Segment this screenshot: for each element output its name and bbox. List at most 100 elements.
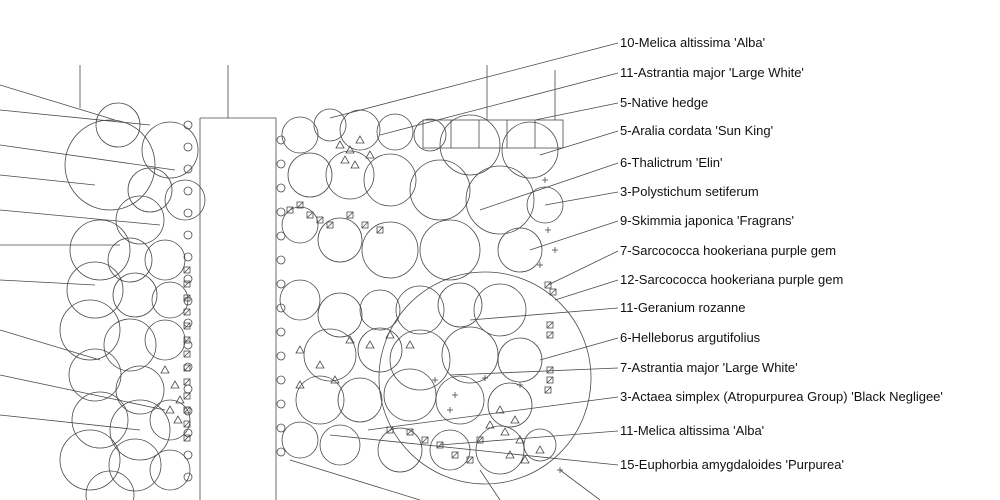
leader-line [289,459,421,500]
leader-line [479,469,501,500]
plant-label: 6-Helleborus argutifolius [620,330,761,345]
plant-symbol-triangle [385,330,395,339]
shrub-circle [325,150,375,200]
shrub-circle [526,186,564,224]
shrub-circle [149,399,191,441]
plant-symbol-box [183,294,191,302]
shrub-circle [395,285,445,335]
plant-symbol-circle [183,120,193,130]
shrub-circle [419,219,481,281]
plant-symbol-circle [276,423,286,433]
plant-symbol-box [326,221,334,229]
shrub-circle [497,337,543,383]
shrub-circle [59,429,121,491]
plant-symbol-box-diagonal [183,406,191,414]
shrub-circle [71,391,129,449]
plant-symbol-box-diagonal [451,451,459,459]
leader-line [539,130,619,156]
plant-symbol-triangle [173,415,183,424]
plant-symbol-box-diagonal [183,420,191,428]
plant-symbol-circle [183,340,193,350]
left-bed-shrubs [59,102,206,500]
plant-symbol-circle [276,447,286,457]
plant-symbol-box-diagonal [183,336,191,344]
leader-line [469,307,619,321]
shrub-circle [107,237,153,283]
shrub-circle [279,279,321,321]
plant-symbol-box-diagonal [183,364,191,372]
plant-symbol-box-diagonal [316,216,324,224]
plant-symbol-box [544,386,552,394]
plant-symbol-circle [183,208,193,218]
plant-symbol-box-diagonal [183,322,191,330]
plant-symbol-triangle [350,160,360,169]
plant-label: 7-Astrantia major 'Large White' [620,360,798,375]
plant-symbol-circle [276,231,286,241]
plant-symbol-circle [183,164,193,174]
shrub-circle [108,438,162,492]
plant-symbol-box [406,428,414,436]
plant-symbol-triangle [520,455,530,464]
plant-label: 11-Geranium rozanne [620,300,746,315]
plant-symbol-box-diagonal [183,350,191,358]
plant-symbol-circle [183,230,193,240]
shrub-circle [475,425,525,475]
shrub-circle [95,102,141,148]
shrub-circle [357,327,403,373]
plant-symbol-box [183,434,191,442]
shrub-circle [429,429,471,471]
plant-symbol-box-diagonal [376,226,384,234]
shrub-circle [435,375,485,425]
boundary-lines [79,65,556,500]
plant-symbol-circle [276,183,286,193]
plant-symbol-triangle [535,445,545,454]
shrub-circle [437,282,483,328]
shrub-circle [363,153,417,207]
plant-symbol-triangle [315,360,325,369]
plant-symbol-circle [183,252,193,262]
plant-symbol-box [286,206,294,214]
plant-symbol-box [316,216,324,224]
plant-symbol-triangle [510,415,520,424]
plant-symbol-box-diagonal [183,378,191,386]
shrub-circle [164,179,206,221]
shrub-circle [64,119,156,211]
plant-symbol-box-diagonal [466,456,474,464]
shrub-circle [303,328,357,382]
plant-symbol-box-diagonal [346,211,354,219]
plant-symbol-circle [276,279,286,289]
shrub-circle [465,165,535,235]
plant-symbol-circle [276,351,286,361]
plant-label: 5-Aralia cordata 'Sun King' [620,123,774,138]
shrub-circle [85,470,135,500]
plant-symbol-box-diagonal [183,294,191,302]
plant-symbol-box [421,436,429,444]
fence-panels [422,119,564,149]
plant-symbol-box-diagonal [406,428,414,436]
plant-symbol-circle [183,384,193,394]
plant-label: 9-Skimmia japonica 'Fragrans' [620,213,795,228]
leader-line [539,337,619,361]
plant-symbol-circle [276,255,286,265]
plant-symbol-triangle [495,405,505,414]
shrub-circle [109,399,171,461]
plant-symbol-box-diagonal [361,221,369,229]
plant-label: 7-Sarcococca hookeriana purple gem [620,243,837,258]
plant-symbol-circle [183,274,193,284]
plant-symbol-box-diagonal [549,288,557,296]
plant-symbol-triangle [355,135,365,144]
plant-symbol-box [183,266,191,274]
plant-symbol-circle [276,375,286,385]
plant-symbol-triangle [340,155,350,164]
shrub-circle [313,108,347,142]
plant-symbol-box-diagonal [546,366,554,374]
shrub-circle [409,159,471,221]
plant-symbol-box-diagonal [183,434,191,442]
plant-symbol-box-diagonal [421,436,429,444]
leader-line [0,109,151,126]
plant-symbol-triangle [500,427,510,436]
leader-line [0,174,96,186]
leader-line [439,430,619,446]
plant-symbol-box [296,201,304,209]
